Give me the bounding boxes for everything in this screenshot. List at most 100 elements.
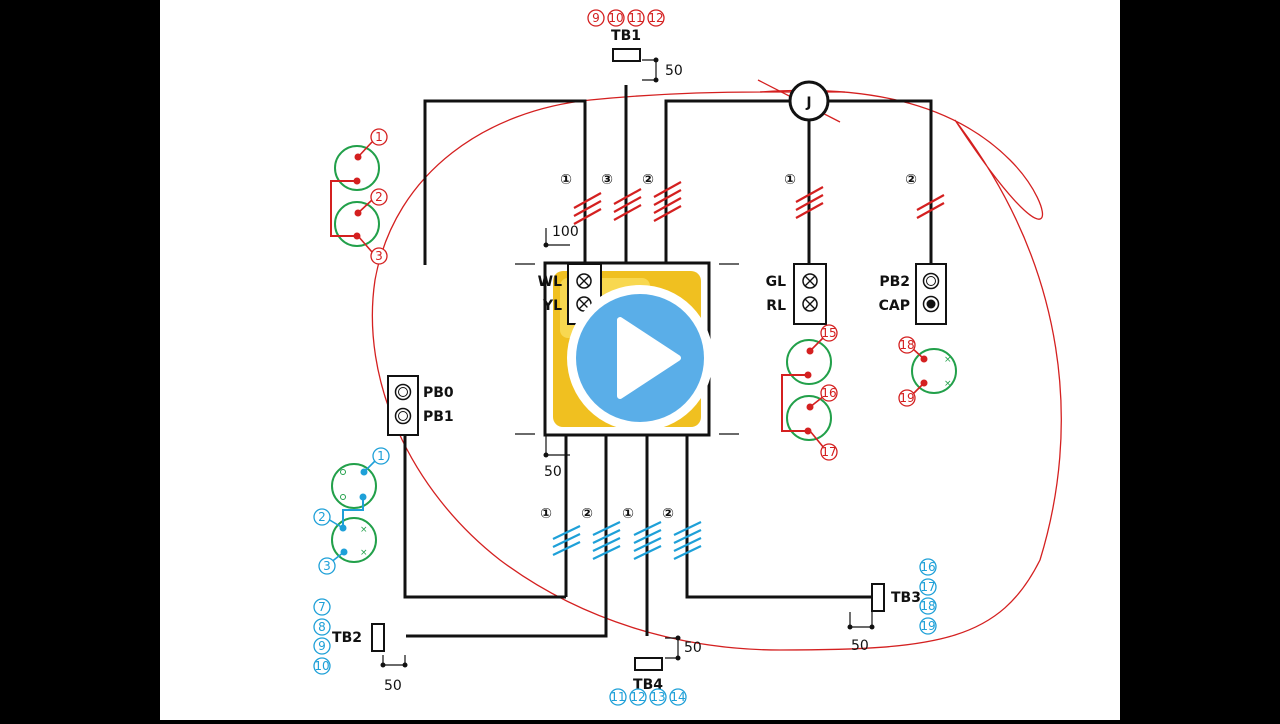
wire-left-top: [423, 99, 587, 265]
rl-label: RL: [766, 298, 786, 314]
junction-label: J: [805, 95, 811, 111]
wiring-diagram: J TB1 50 100 50 WL YL GL RL PB2 CAP PB0 …: [313, 9, 1062, 706]
svg-text:15: 15: [821, 326, 836, 340]
lamp-a-red-number-0: 1: [370, 128, 388, 146]
pb1-label: PB1: [423, 409, 454, 425]
tb4-dim-mark: [665, 637, 679, 659]
rl-lamp-icon: [802, 296, 818, 312]
lamp-a-red-number-2: 3: [370, 247, 388, 265]
lamp-b-red-number-2: 17: [820, 443, 838, 461]
svg-text:19: 19: [899, 391, 914, 405]
tb2-dim-dot-b: [402, 662, 408, 668]
tb1-red-number-1: 10: [607, 9, 625, 27]
tb2-blue-number-1: 8: [313, 618, 331, 636]
box-top-dim-dot: [543, 242, 549, 248]
tb4-blue-number-0: 11: [609, 688, 627, 706]
blue-hash-bottom-c: [633, 521, 662, 560]
red-hash-top-left: [573, 192, 602, 225]
pb0-label: PB0: [423, 385, 454, 401]
cap-label: CAP: [879, 298, 910, 314]
svg-text:17: 17: [821, 445, 836, 459]
svg-text:17: 17: [920, 580, 935, 594]
play-button[interactable]: [567, 285, 713, 431]
gl-label: GL: [766, 274, 786, 290]
pb1-button-icon: [394, 407, 412, 425]
tb2-blue-number-2: 9: [313, 637, 331, 655]
tb2-dim-dot-a: [380, 662, 386, 668]
lamp-b-red-number-0: 15: [820, 324, 838, 342]
gl-rl-device: [793, 263, 827, 325]
tb1-red-number-0: 9: [587, 9, 605, 27]
svg-text:1: 1: [377, 449, 385, 463]
red-hash-right-a: [795, 186, 824, 219]
switch-blue-number-2: 3: [318, 557, 336, 575]
tb2-label: TB2: [332, 630, 362, 646]
red-hash-right-b: [916, 194, 945, 219]
tb4-symbol: [634, 657, 663, 671]
svg-text:11: 11: [628, 11, 643, 25]
tb4-dim-dot-b: [675, 655, 681, 661]
svg-text:10: 10: [608, 11, 623, 25]
core-count-bottom-a: ①: [540, 506, 552, 522]
tb1-dim-dot-b: [653, 77, 659, 83]
tb2-blue-number-0: 7: [313, 598, 331, 616]
tb1-dim-mark: [642, 59, 657, 81]
lamp-c-red-number-0: 18: [898, 336, 916, 354]
tb1-dim-value: 50: [665, 63, 683, 79]
pb2-label: PB2: [879, 274, 910, 290]
tb3-symbol: [871, 583, 885, 612]
red-boundary-sketch: [371, 89, 1062, 651]
tb3-blue-number-1: 17: [919, 578, 937, 596]
tb1-symbol: [612, 48, 641, 62]
tb2-symbol: [371, 623, 385, 652]
lamp-sketch-group-a: [330, 141, 380, 253]
svg-text:1: 1: [375, 130, 383, 144]
svg-text:16: 16: [821, 386, 836, 400]
pb0-pb1-device: [387, 375, 419, 436]
svg-text:3: 3: [323, 559, 331, 573]
tb3-dim-dot-a: [847, 624, 853, 630]
lamp-sketch-group-c: ××: [911, 347, 957, 396]
lamp-sketch-group-b: [781, 336, 832, 449]
tb2-dim-mark: [382, 655, 406, 666]
svg-text:9: 9: [318, 639, 326, 653]
svg-text:14: 14: [670, 690, 685, 704]
wire-tb2: [406, 436, 608, 638]
tb3-blue-number-3: 19: [919, 617, 937, 635]
wire-bottom-left: [403, 436, 566, 599]
core-count-bottom-c: ①: [622, 506, 634, 522]
svg-text:18: 18: [920, 599, 935, 613]
tb3-label: TB3: [891, 590, 921, 606]
red-hash-top-right: [653, 181, 682, 222]
tb1-dim-dot-a: [653, 57, 659, 63]
diagram-canvas: J TB1 50 100 50 WL YL GL RL PB2 CAP PB0 …: [160, 0, 1120, 720]
switch-sketch-group: ××: [327, 459, 377, 564]
core-count-top-right: ②: [642, 172, 654, 188]
junction-circle: [788, 80, 830, 122]
blue-hash-bottom-b: [592, 521, 621, 560]
tb3-blue-number-0: 16: [919, 558, 937, 576]
tb1-red-number-3: 12: [647, 9, 665, 27]
svg-text:×: ×: [360, 548, 368, 558]
tb3-dim-value: 50: [851, 638, 869, 654]
tb4-blue-number-3: 14: [669, 688, 687, 706]
gl-lamp-icon: [802, 273, 818, 289]
tb4-dim-dot-a: [675, 635, 681, 641]
svg-text:8: 8: [318, 620, 326, 634]
tb1-red-number-2: 11: [627, 9, 645, 27]
switch-blue-number-1: 2: [313, 508, 331, 526]
svg-text:11: 11: [610, 690, 625, 704]
tb1-label: TB1: [611, 28, 641, 44]
tb4-dim-value: 50: [684, 640, 702, 656]
svg-text:9: 9: [592, 11, 600, 25]
wl-label: WL: [538, 274, 562, 290]
lamp-c-red-number-1: 19: [898, 389, 916, 407]
svg-text:19: 19: [920, 619, 935, 633]
switch-blue-number-0: 1: [372, 447, 390, 465]
box-bottom-dim-dot: [543, 452, 549, 458]
pb0-button-icon: [394, 383, 412, 401]
wl-lamp-icon: [576, 273, 592, 289]
svg-text:2: 2: [375, 190, 383, 204]
core-count-top-left: ①: [560, 172, 572, 188]
play-icon[interactable]: [617, 317, 681, 399]
